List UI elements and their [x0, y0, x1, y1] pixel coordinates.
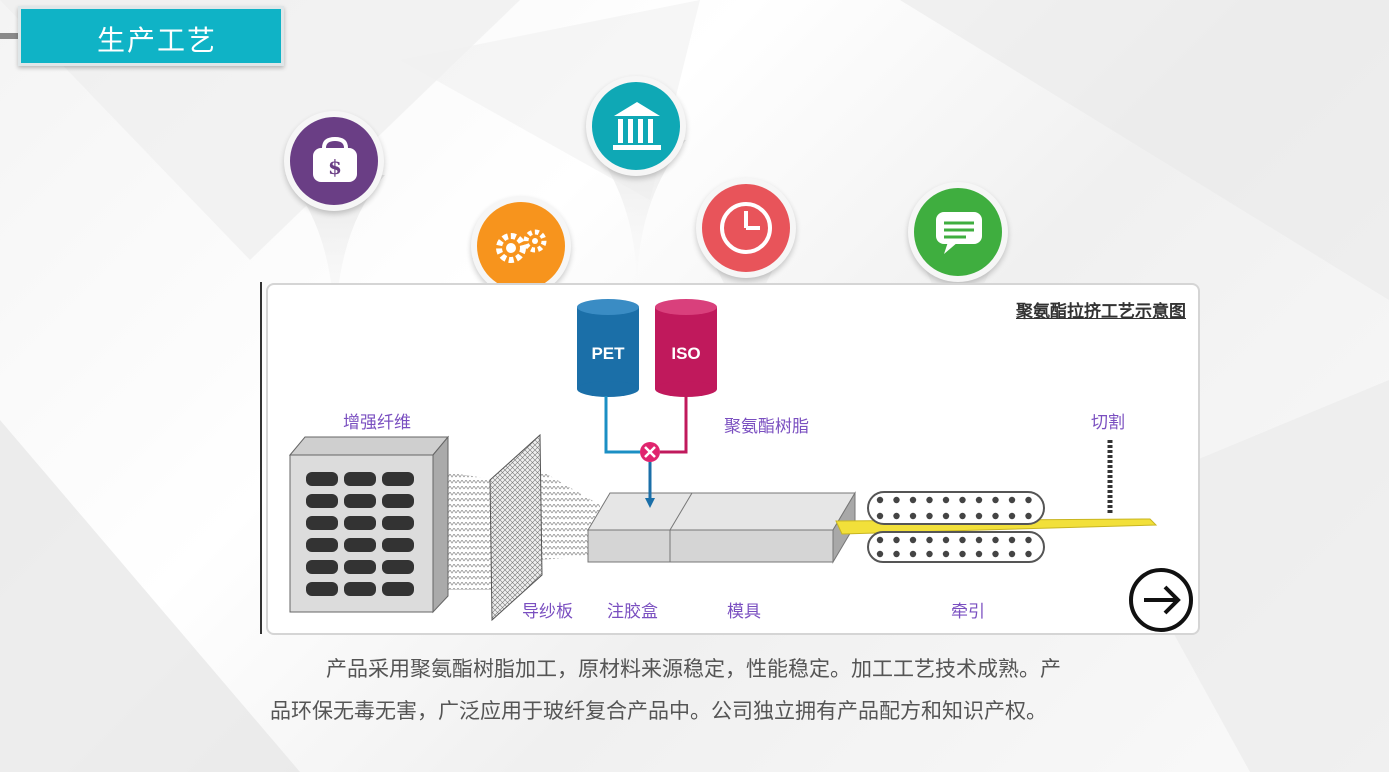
puller-dot: [1008, 550, 1016, 558]
puller-dot: [876, 512, 884, 520]
label-resin: 聚氨酯树脂: [724, 417, 809, 437]
puller-dot: [876, 550, 884, 558]
description-line-1: 产品采用聚氨酯树脂加工，原材料来源稳定，性能稳定。加工工艺技术成熟。产: [326, 657, 1061, 681]
puller-dot: [926, 536, 933, 544]
puller-dot: [942, 536, 950, 544]
label-injection: 注胶盒: [607, 602, 658, 622]
puller-dot: [909, 512, 917, 520]
guide-plate: [489, 433, 543, 622]
tank-iso: [655, 299, 717, 397]
puller-dot: [1008, 512, 1016, 520]
marker-clock: [696, 178, 798, 280]
pipe-pet: [604, 396, 640, 454]
puller-dot: [959, 536, 966, 544]
puller-dot: [893, 536, 900, 544]
label-pull: 牵引: [951, 602, 985, 622]
feed-arrow: [645, 498, 655, 508]
puller-dot: [1025, 512, 1032, 520]
puller-dot: [975, 550, 983, 558]
puller-dot: [942, 496, 950, 504]
marker-gears: [471, 196, 573, 298]
marker-money: $: [284, 111, 386, 213]
diagram-title: 聚氨酯拉挤工艺示意图: [1016, 302, 1186, 322]
puller-dot: [1025, 536, 1032, 544]
puller-dot: [893, 550, 900, 558]
puller-dot: [1025, 550, 1032, 558]
puller-dot: [959, 512, 966, 520]
marker-money-circle: [284, 111, 384, 211]
label-mold: 模具: [727, 602, 761, 622]
panel-left-rule: [260, 282, 262, 634]
description-line-2: 品环保无毒无害，广泛应用于玻纤复合产品中。公司独立拥有产品配方和知识产权。: [270, 699, 1047, 723]
label-cut: 切割: [1091, 413, 1125, 433]
title-tag: 生产工艺: [18, 6, 284, 66]
page-title: 生产工艺: [97, 24, 218, 57]
chat-icon: [936, 212, 982, 254]
puller: [867, 491, 1045, 563]
clock-icon: [720, 202, 772, 254]
puller-dot: [876, 536, 884, 544]
puller-dot: [1008, 536, 1016, 544]
pipe-iso: [660, 396, 688, 454]
puller-dot: [909, 536, 917, 544]
puller-dot: [975, 496, 983, 504]
marker-bank: [586, 76, 688, 178]
puller-dot: [1025, 496, 1032, 504]
next-arrow-icon[interactable]: [1129, 568, 1193, 632]
money-bag-icon: $: [313, 136, 357, 182]
puller-dot: [975, 536, 983, 544]
tank-pet: [577, 299, 639, 397]
puller-dot: [1008, 496, 1016, 504]
marker-chat: [908, 182, 1010, 284]
puller-dot: [975, 512, 983, 520]
puller-dot: [876, 496, 884, 504]
puller-dot: [926, 550, 933, 558]
fiber-rack: [288, 435, 450, 614]
tank-pet-label: PET: [591, 344, 625, 363]
label-fiber: 增强纤维: [343, 413, 411, 433]
puller-dot: [909, 496, 917, 504]
puller-dot: [992, 512, 999, 520]
tank-iso-label: ISO: [671, 344, 700, 363]
gears-icon: [496, 229, 547, 263]
puller-dot: [959, 550, 966, 558]
puller-dot: [893, 512, 900, 520]
injection-box-and-mold: [587, 491, 856, 564]
puller-dot: [992, 550, 999, 558]
label-guide: 导纱板: [522, 602, 573, 622]
svg-text:$: $: [328, 155, 342, 179]
description: 产品采用聚氨酯树脂加工，原材料来源稳定，性能稳定。加工工艺技术成熟。产 品环保无…: [270, 648, 1170, 732]
fiber-strands-right: [540, 470, 600, 560]
bank-icon: [613, 102, 661, 150]
puller-dot: [959, 496, 966, 504]
puller-dot: [893, 496, 900, 504]
puller-dot: [992, 536, 999, 544]
puller-dot: [942, 512, 950, 520]
puller-dot: [942, 550, 950, 558]
mix-valve-x: [644, 446, 656, 458]
puller-dot: [926, 512, 933, 520]
marker-bank-circle: [586, 76, 686, 176]
puller-dot: [992, 496, 999, 504]
puller-dot: [909, 550, 917, 558]
puller-dot: [926, 496, 933, 504]
